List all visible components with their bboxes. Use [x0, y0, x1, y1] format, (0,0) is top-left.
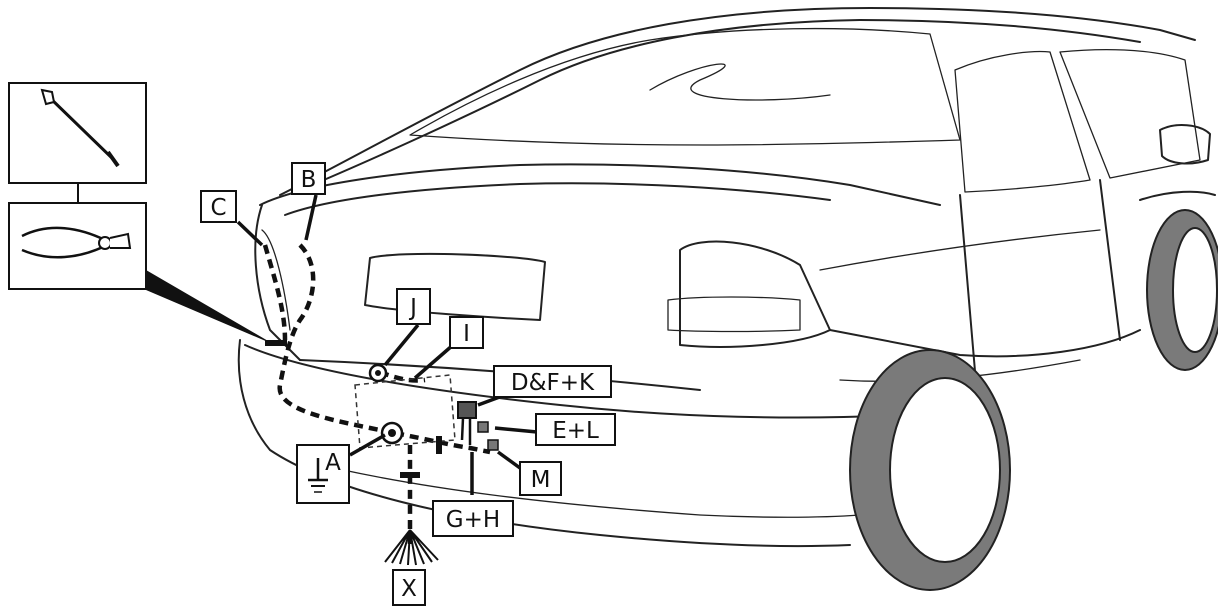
wrench-icon [40, 88, 120, 168]
tool-wrench [8, 82, 147, 184]
front-wheel [1146, 209, 1218, 371]
callout-dfk: D&F+K [493, 365, 612, 398]
connector-module [457, 401, 499, 451]
callout-m-text: M [531, 467, 551, 493]
callout-b-text: B [301, 167, 317, 193]
ground-point [380, 421, 404, 445]
callout-gh: G+H [432, 500, 514, 537]
callout-gh-text: G+H [446, 507, 500, 533]
callout-el-text: E+L [552, 418, 599, 444]
car-outline [237, 7, 1216, 548]
callout-c-text: C [210, 195, 226, 221]
ground-symbol-icon [308, 458, 328, 493]
callout-x: X [392, 569, 426, 606]
callout-el: E+L [535, 413, 616, 446]
clamp-mark [265, 340, 287, 346]
rear-wheel [849, 349, 1011, 591]
callout-i-text: I [463, 321, 470, 347]
grommet-point [368, 363, 388, 383]
tool-pointer [146, 270, 275, 345]
callout-j: J [396, 288, 431, 325]
callout-m: M [519, 461, 562, 496]
bracket-outline [354, 374, 456, 449]
wire-fan-end [384, 472, 439, 566]
callout-a: A [296, 444, 350, 504]
callout-x-text: X [401, 576, 417, 602]
callout-b: B [291, 162, 326, 195]
callout-dfk-text: D&F+K [511, 370, 595, 396]
tool-pliers [8, 202, 147, 290]
callout-a-text: A [325, 450, 341, 476]
clamp-mark [436, 436, 442, 454]
pliers-icon [21, 226, 132, 259]
callout-c: C [200, 190, 237, 223]
callout-j-text: J [408, 295, 417, 321]
callout-i: I [449, 316, 484, 349]
